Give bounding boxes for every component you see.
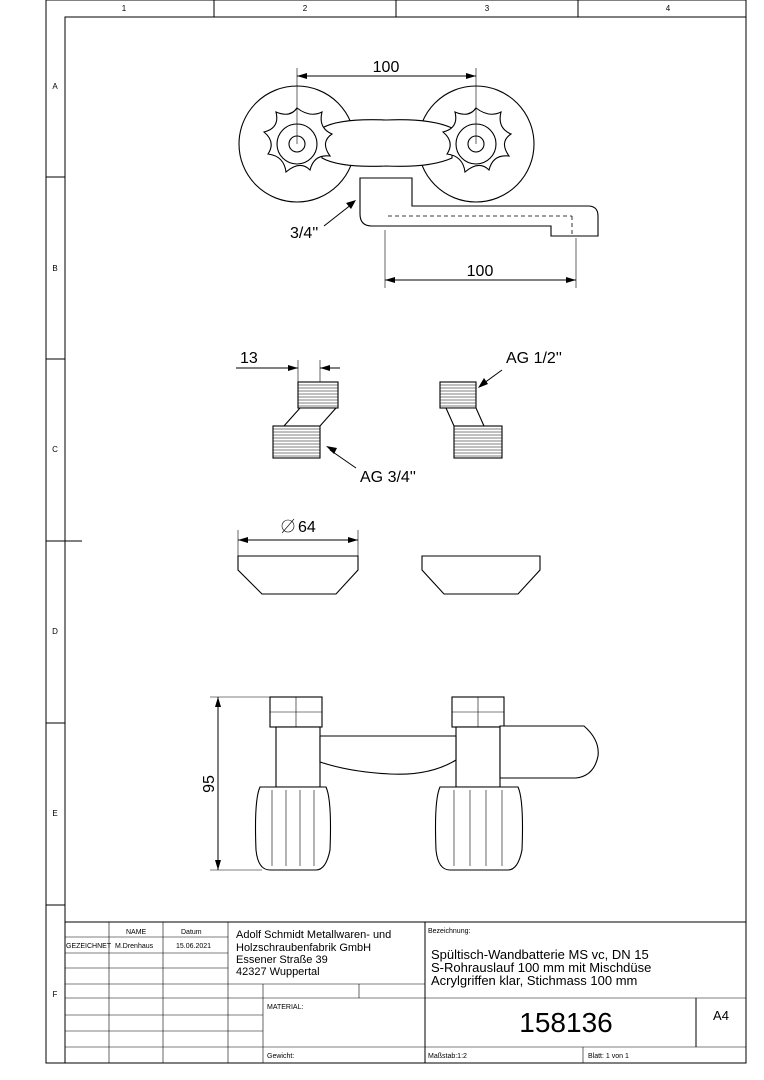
dimension-thread-length: 13 (240, 350, 258, 367)
dimension-center-distance: 100 (373, 59, 400, 76)
tb-scale: Maßstab:1:2 (428, 1053, 467, 1060)
row-label-D: D (52, 627, 58, 636)
tb-material-label: MATERIAL: (267, 1004, 303, 1011)
dimension-height: 95 (201, 775, 218, 793)
rosettes (237, 518, 541, 595)
row-label-B: B (52, 264, 57, 273)
tb-weight-label: Gewicht: (267, 1053, 294, 1060)
tb-designation-label: Bezeichnung: (428, 928, 470, 935)
dimension-connection-size: 3/4'' (290, 225, 318, 242)
row-label-E: E (52, 809, 57, 818)
row-label-A: A (52, 82, 58, 91)
tb-part-number: 158136 (519, 1007, 612, 1038)
top-view (238, 68, 599, 288)
thread-large-label: AG 3/4'' (360, 469, 416, 486)
dimension-rosette-diameter: 64 (298, 519, 316, 536)
s-union-left (236, 360, 357, 469)
tb-drawn-label: GEZEICHNET (66, 943, 112, 950)
tb-company-line-3: Essener Straße 39 (236, 954, 328, 966)
tb-designation-line-1: Spültisch-Wandbatterie MS vc, DN 15 (431, 947, 649, 962)
tb-header-date: Datum (181, 929, 202, 936)
tb-designation-line-2: S-Rohrauslauf 100 mm mit Mischdüse (431, 960, 651, 975)
dimension-spout-length: 100 (467, 263, 494, 280)
tb-company-line-4: 42327 Wuppertal (236, 966, 320, 978)
column-label-3: 3 (485, 4, 490, 13)
column-label-4: 4 (666, 4, 671, 13)
row-label-F: F (53, 990, 58, 999)
tb-drawn-date: 15.06.2021 (176, 943, 211, 950)
tb-header-name: NAME (126, 929, 147, 936)
tb-drawn-name: M.Drenhaus (115, 943, 154, 950)
tb-designation-line-3: Acrylgriffen klar, Stichmass 100 mm (431, 973, 637, 988)
s-union-right (439, 369, 503, 459)
front-view (210, 696, 599, 871)
tb-format: A4 (713, 1008, 729, 1023)
row-label-C: C (52, 445, 58, 454)
column-label-2: 2 (303, 4, 308, 13)
thread-small-label: AG 1/2'' (506, 350, 562, 367)
tb-sheet: Blatt: 1 von 1 (588, 1053, 629, 1060)
tb-company-line-2: Holzschraubenfabrik GmbH (236, 942, 371, 954)
title-block-grid (64, 921, 747, 1064)
tb-company-line-1: Adolf Schmidt Metallwaren- und (236, 929, 391, 941)
column-label-1: 1 (122, 4, 127, 13)
